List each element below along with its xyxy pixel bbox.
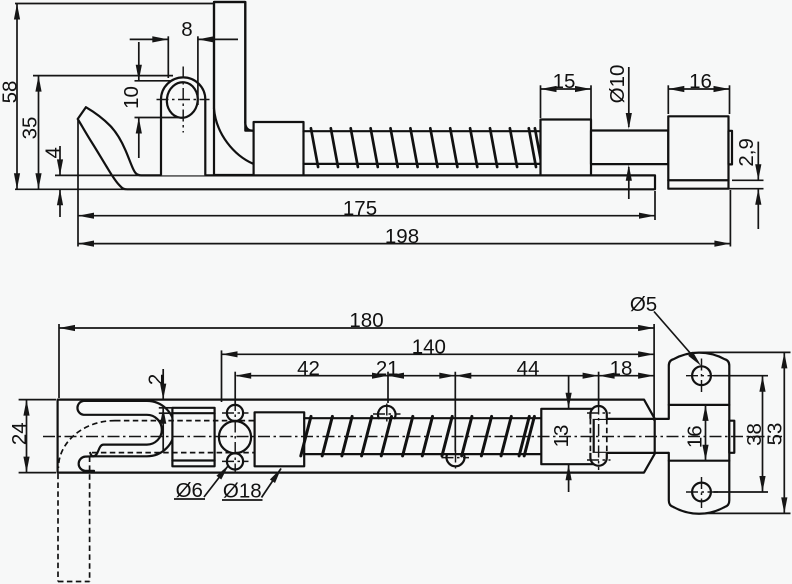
- svg-text:Ø5: Ø5: [630, 293, 657, 316]
- svg-text:Ø10: Ø10: [606, 65, 629, 104]
- svg-text:58: 58: [0, 81, 22, 104]
- svg-text:16: 16: [689, 70, 712, 93]
- svg-text:10: 10: [120, 86, 143, 109]
- svg-text:53: 53: [764, 423, 787, 446]
- svg-text:44: 44: [517, 357, 540, 380]
- svg-text:140: 140: [412, 335, 446, 358]
- svg-text:38: 38: [743, 423, 766, 446]
- svg-text:13: 13: [550, 425, 573, 448]
- svg-text:42: 42: [297, 357, 320, 380]
- svg-text:35: 35: [19, 117, 42, 140]
- svg-text:8: 8: [181, 18, 192, 41]
- svg-text:2,9: 2,9: [735, 138, 758, 167]
- svg-text:175: 175: [343, 197, 377, 220]
- svg-text:Ø6: Ø6: [176, 479, 203, 502]
- svg-text:18: 18: [610, 357, 633, 380]
- svg-text:Ø18: Ø18: [223, 480, 262, 503]
- svg-text:21: 21: [376, 357, 399, 380]
- svg-text:198: 198: [385, 225, 419, 248]
- svg-text:16: 16: [684, 425, 707, 448]
- svg-text:15: 15: [553, 70, 576, 93]
- svg-text:2: 2: [145, 374, 168, 385]
- svg-text:24: 24: [8, 422, 31, 445]
- svg-text:4: 4: [41, 147, 64, 158]
- svg-text:180: 180: [349, 309, 383, 332]
